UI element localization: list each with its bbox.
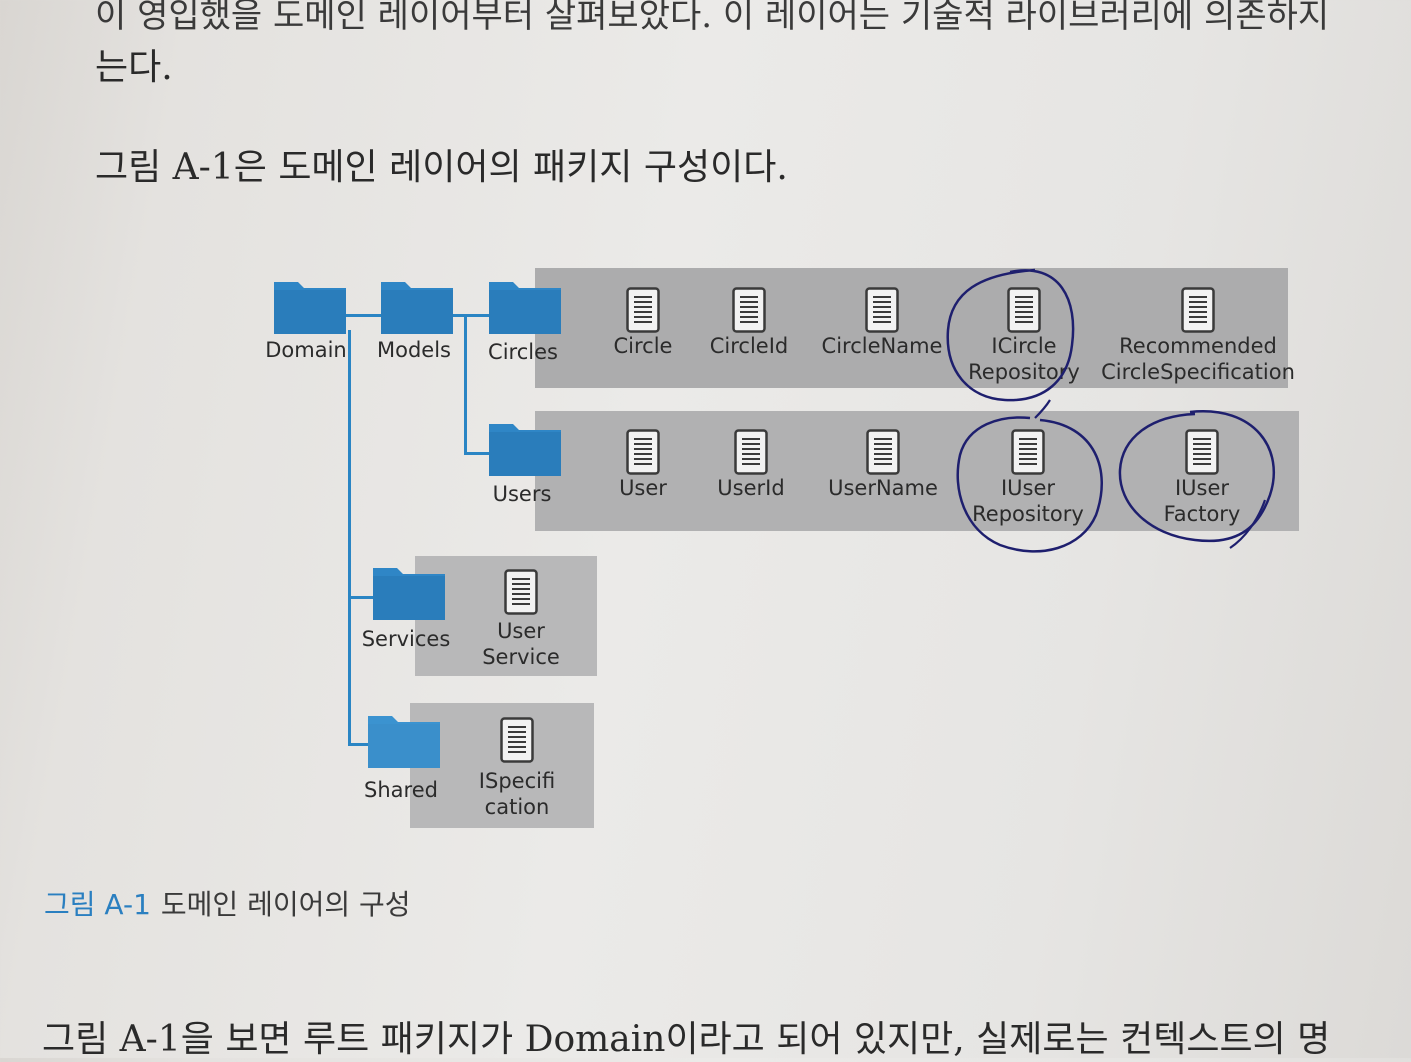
tree-line — [348, 743, 370, 746]
folder-label-shared: Shared — [364, 778, 438, 802]
document-icon — [626, 287, 660, 333]
caption-label: 그림 A-1 — [44, 888, 151, 921]
file-label-circle: Circle — [613, 334, 673, 358]
document-icon — [500, 717, 534, 763]
folder-icon — [373, 562, 445, 620]
tree-line — [348, 596, 376, 599]
folder-label-models: Models — [377, 338, 451, 362]
intro-sentence: 그림 A-1은 도메인 레이어의 패키지 구성이다. — [95, 147, 788, 188]
document-icon — [1007, 287, 1041, 333]
document-icon — [866, 429, 900, 475]
tree-line — [344, 314, 384, 317]
file-label-userid: UserId — [717, 476, 785, 500]
folder-label-circles: Circles — [488, 340, 558, 364]
bottom-paragraph-line: 그림 A-1을 보면 루트 패키지가 Domain이라고 되어 있지만, 실제로… — [42, 1019, 1331, 1060]
tree-line — [451, 314, 491, 317]
folder-icon — [489, 276, 561, 334]
file-label-circlename: CircleName — [821, 334, 943, 358]
document-icon — [1181, 287, 1215, 333]
document-icon — [734, 429, 768, 475]
folder-icon — [368, 710, 440, 768]
file-label-circleid: CircleId — [709, 334, 789, 358]
top-paragraph-end: 는다. — [95, 47, 173, 88]
circles-row-band — [535, 268, 1288, 388]
tree-line — [464, 316, 467, 454]
document-icon — [865, 287, 899, 333]
file-label-user: User — [619, 476, 667, 500]
figure-caption: 그림 A-1 도메인 레이어의 구성 — [44, 883, 411, 923]
document-icon — [626, 429, 660, 475]
tree-line — [348, 330, 351, 746]
folder-icon — [274, 276, 346, 334]
file-label-username: UserName — [828, 476, 938, 500]
document-icon — [1011, 429, 1045, 475]
folder-label-domain: Domain — [265, 338, 347, 362]
folder-label-services: Services — [361, 627, 451, 651]
caption-text: 도메인 레이어의 구성 — [160, 888, 411, 921]
document-icon — [504, 569, 538, 615]
document-icon — [1185, 429, 1219, 475]
folder-label-users: Users — [492, 482, 552, 506]
folder-icon — [489, 418, 561, 476]
document-icon — [732, 287, 766, 333]
tree-line — [464, 452, 492, 455]
folder-icon — [381, 276, 453, 334]
top-paragraph-line: 이 영입했을 도메인 레이어부터 살펴보았다. 이 레이어는 기술적 라이브러리… — [95, 0, 1330, 36]
